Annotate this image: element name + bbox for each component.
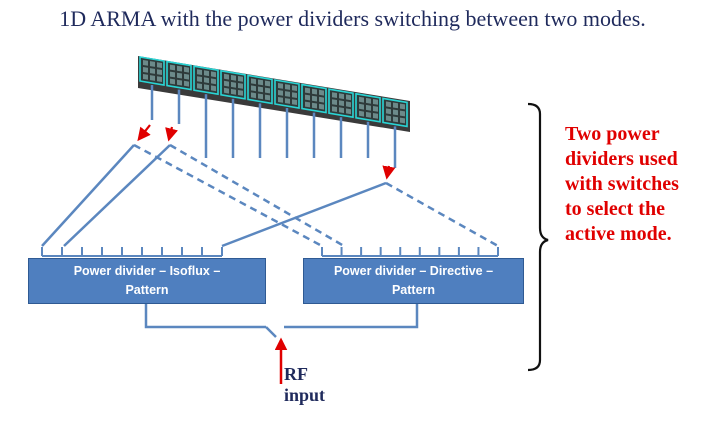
rf-label-line1: RF	[284, 364, 308, 384]
power-divider-isoflux: Power divider – Isoflux – Pattern	[28, 258, 266, 304]
switch-3-directive-line	[385, 181, 499, 248]
antenna-element	[166, 60, 192, 91]
rf-feed-network	[144, 302, 419, 338]
diagram-title: 1D ARMA with the power dividers switchin…	[59, 6, 646, 31]
antenna-element	[193, 65, 219, 96]
switch-1-isoflux-line	[41, 144, 135, 247]
array-feed-lines	[150, 85, 397, 168]
switch-3-isoflux-line	[221, 181, 387, 248]
power-divider-directive: Power divider – Directive – Pattern	[303, 258, 524, 304]
divider-ports	[41, 247, 499, 257]
annotation-line-3: with switches	[565, 173, 679, 195]
annotation-line-1: Two power	[565, 123, 660, 145]
antenna-element	[328, 88, 354, 119]
isoflux-label-line2: Pattern	[125, 283, 169, 297]
annotation-line-5: active mode.	[565, 223, 672, 245]
directive-label-line1: Power divider – Directive –	[333, 264, 494, 278]
switch-3-arrow	[382, 165, 396, 180]
switch-1-arrow	[137, 124, 151, 142]
annotation-line-2: dividers used	[565, 148, 678, 170]
antenna-element	[247, 74, 273, 105]
antenna-element	[355, 92, 381, 123]
antenna-element	[220, 69, 246, 100]
antenna-element	[139, 56, 165, 86]
antenna-element	[382, 97, 408, 128]
isoflux-label-line1: Power divider – Isoflux –	[73, 264, 221, 278]
directive-label-line2: Pattern	[391, 283, 436, 297]
rf-switch	[265, 326, 277, 338]
rf-label-line2: input	[284, 385, 326, 405]
antenna-element	[274, 79, 300, 109]
rf-input-label: RF input	[284, 364, 325, 406]
bracket-icon	[527, 102, 549, 372]
annotation-line-4: to select the	[565, 198, 665, 220]
switch-arrows	[137, 124, 396, 180]
switch-2-isoflux-line	[63, 144, 171, 247]
annotation-text: Two power dividers used with switches to…	[565, 122, 703, 247]
switch-2-arrow	[165, 126, 178, 142]
antenna-element	[301, 83, 327, 114]
switch-2-directive-line	[169, 143, 345, 248]
switch-lines	[41, 143, 499, 248]
antenna-array	[138, 56, 410, 132]
switch-1-directive-line	[133, 143, 323, 248]
